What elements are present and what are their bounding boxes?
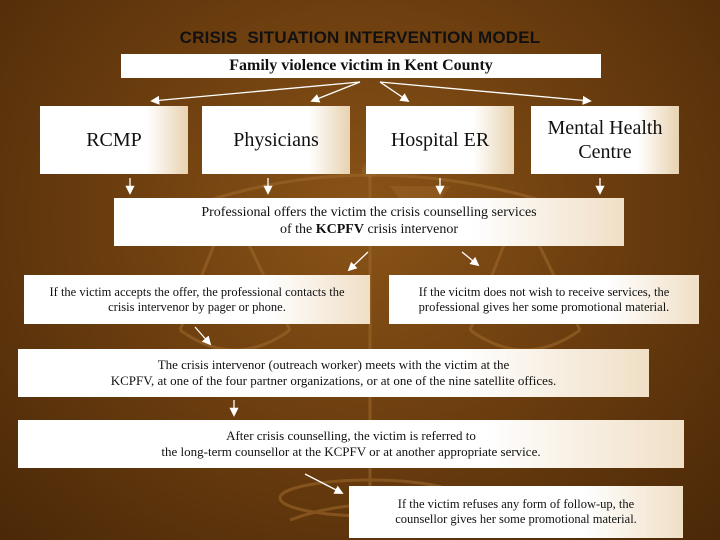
- source-rcmp-box: RCMP: [40, 106, 188, 174]
- source-mental-health-line1: Mental Health: [547, 117, 663, 139]
- source-hospital-er-label: Hospital ER: [390, 129, 490, 151]
- after-counselling-line2: the long-term counsellor at the KCPFV or…: [161, 444, 541, 459]
- arrow-to-physicians: [310, 81, 361, 103]
- victim-declines-box: If the vicitm does not wish to receive s…: [389, 275, 699, 324]
- source-hospital-er-box: Hospital ER: [366, 106, 514, 174]
- arrow-to-hospital-er: [379, 81, 410, 103]
- source-physicians-label: Physicians: [233, 129, 319, 151]
- intervenor-meeting-box: The crisis intervenor (outreach worker) …: [18, 349, 649, 397]
- intervenor-meeting-line2: KCPFV, at one of the four partner organi…: [110, 373, 557, 388]
- arrow-to-refuses: [304, 473, 344, 494]
- intervenor-meeting-line1: The crisis intervenor (outreach worker) …: [157, 357, 510, 373]
- source-mental-health-line2: Centre: [578, 141, 632, 163]
- arrow-to-accepts: [347, 251, 369, 272]
- professional-offer-kcpfv: KCPFV: [315, 222, 364, 237]
- after-counselling-line1: After crisis counselling, the victim is …: [226, 428, 476, 444]
- professional-offer-line1: Professional offers the victim the crisi…: [201, 205, 537, 221]
- arrow-to-rcmp: [150, 81, 361, 105]
- professional-offer-box: Professional offers the victim the crisi…: [114, 198, 624, 246]
- source-mental-health-box: Mental Health Centre: [531, 106, 679, 174]
- victim-accepts-line2: crisis intervenor by pager or phone.: [108, 299, 286, 314]
- victim-refuses-line1: If the victim refuses any form of follow…: [397, 497, 635, 511]
- victim-declines-line2: professional gives her some promotional …: [418, 299, 670, 314]
- professional-offer-line2-pre: of the: [279, 222, 316, 237]
- arrow-to-declines: [461, 251, 480, 267]
- victim-refuses-box: If the victim refuses any form of follow…: [349, 486, 683, 538]
- arrow-to-mental-health: [379, 81, 592, 105]
- source-physicians-box: Physicians: [202, 106, 350, 174]
- subtitle-text: Family violence victim in Kent County: [229, 57, 493, 75]
- arrow-to-meeting: [194, 326, 212, 346]
- after-counselling-box: After crisis counselling, the victim is …: [18, 420, 684, 468]
- victim-accepts-line1: If the victim accepts the offer, the pro…: [49, 284, 345, 299]
- victim-refuses-line2: counsellor gives her some promotional ma…: [395, 512, 637, 526]
- subtitle-box: Family violence victim in Kent County: [121, 54, 601, 78]
- victim-declines-line1: If the vicitm does not wish to receive s…: [418, 284, 670, 299]
- professional-offer-line2: of the KCPFV crisis intervenor: [280, 222, 458, 239]
- page-title: CRISIS SITUATION INTERVENTION MODEL: [179, 28, 541, 47]
- source-rcmp-label: RCMP: [86, 129, 142, 151]
- professional-offer-line2-post: crisis intervenor: [363, 222, 459, 237]
- victim-accepts-box: If the victim accepts the offer, the pro…: [24, 275, 370, 324]
